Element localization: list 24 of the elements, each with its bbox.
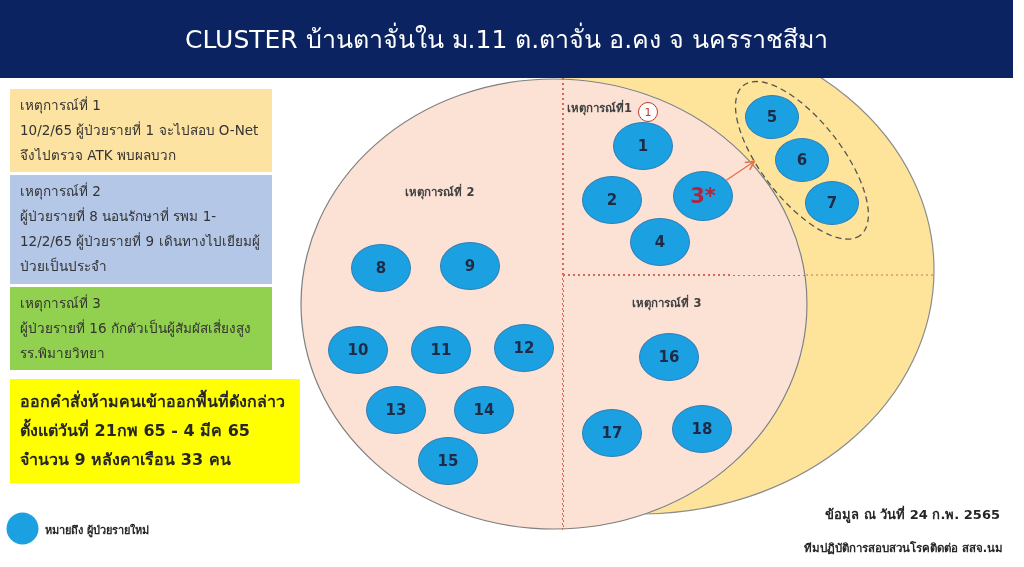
source-note: ทีมปฏิบัติการสอบสวนโรคติดต่อ สสจ.นม xyxy=(803,540,1003,557)
event-heading: เหตุการณ์ที่ 1 xyxy=(20,95,102,116)
notice-panel xyxy=(10,379,300,483)
event-region xyxy=(563,78,733,275)
title: CLUSTER บ้านตาจั่นใน ม.11 ต.ตาจั่น อ.คง จ นครราชสีมา xyxy=(184,19,829,59)
event-heading: เหตุการณ์ที่ 3 xyxy=(20,293,102,314)
event-heading: เหตุการณ์ที่ 2 xyxy=(20,181,102,202)
date-note: ข้อมูล ณ วันที่ 24 ก.พ. 2565 xyxy=(825,504,1000,525)
event-description: ผู้ป่วยรายที่ 16 กักตัวเป็นผู้สัมผัสเสี่ยงสูง รร.พิมายวิทยา xyxy=(20,318,252,363)
notice-text: ตั้งแต่วันที่ 21กพ 65 - 4 มีค 65 xyxy=(20,416,290,445)
event-description: 10/2/65 ผู้ป่วยรายที่ 1 จะไปสอบ O-Net จึงไปตรวจ ATK พบผลบวก xyxy=(20,120,260,165)
event-region xyxy=(563,275,808,530)
event-card xyxy=(10,287,272,370)
event-description: ผู้ป่วยรายที่ 8 นอนรักษาที่ รพม 1-12/2/65 ผู้ป่วยรายที่ 9 เดินทางไปเยียมผู้ป่วยเป็นประจำ xyxy=(20,206,261,276)
legend-label: หมายถึง ผู้ป่วยรายใหม่ xyxy=(45,522,149,539)
area-circle xyxy=(300,78,808,530)
region-label: เหตุการณ์ที่1 xyxy=(567,99,632,117)
arrow xyxy=(725,160,756,181)
region-label: เหตุการณ์ที่ 2 xyxy=(405,183,475,201)
event-card xyxy=(10,89,272,172)
region-label: เหตุการณ์ที่ 3 xyxy=(632,294,702,312)
notice-text: จำนวน 9 หลังคาเรือน 33 คน xyxy=(20,449,232,471)
event-card xyxy=(10,175,272,284)
notice-text: ออกคำสั่งห้ามคนเข้าออกพื้นที่ดังกล่าว xyxy=(20,387,290,416)
